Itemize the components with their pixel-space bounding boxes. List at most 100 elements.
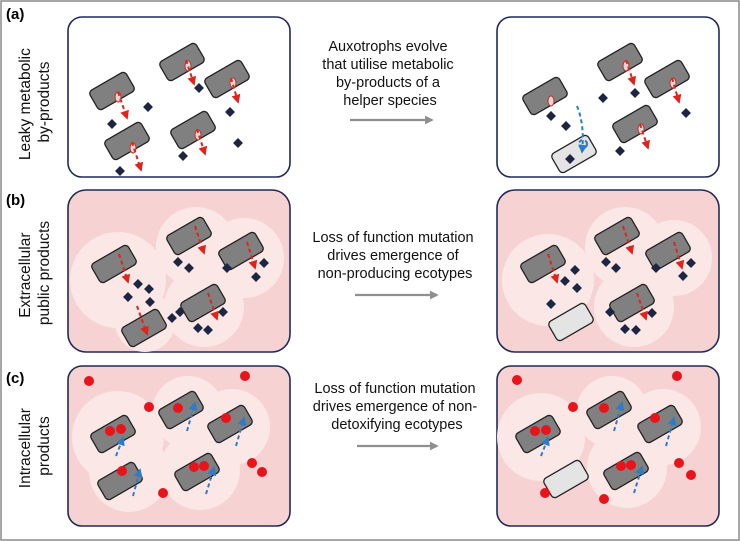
cell <box>586 390 632 430</box>
toxin-inside <box>599 403 609 413</box>
panel-c-right-content <box>497 371 701 508</box>
cell <box>174 452 220 492</box>
panel-b-right-content <box>502 207 712 347</box>
side-label-line: Leaky metabolic <box>17 48 34 160</box>
product-diamond <box>678 271 688 281</box>
toxin <box>674 458 684 468</box>
product-diamond <box>605 307 615 317</box>
product-diamond <box>601 257 611 267</box>
panel-a: (a) Leaky metabolic by-products Auxotrop… <box>6 6 720 178</box>
product-diamond <box>620 324 630 334</box>
panel-b-left-content <box>70 207 284 352</box>
detox-arrow <box>235 416 247 447</box>
secretion-arrow <box>136 305 149 336</box>
product-diamond <box>546 299 556 309</box>
secretion-arrow <box>207 292 219 321</box>
caption-line: drives emergence of non- <box>313 399 478 415</box>
detox-arrow <box>633 465 645 494</box>
cell <box>204 59 250 99</box>
panel-a-right-box <box>496 16 720 178</box>
caption-line: non-producing ecotypes <box>318 266 473 282</box>
cell <box>218 231 264 271</box>
panel-letter: (c) <box>6 370 24 387</box>
non-producer-cell <box>548 302 594 342</box>
toxin <box>240 371 250 381</box>
pore <box>547 95 555 107</box>
toxin <box>84 376 94 386</box>
caption-line: drives emergence of <box>327 248 459 264</box>
product-diamond <box>225 107 235 117</box>
panel-a-left-content <box>89 42 250 176</box>
toxin-inside <box>116 424 126 434</box>
caption-line: Loss of function mutation <box>314 381 475 397</box>
product-diamond <box>615 146 625 156</box>
secretion-arrow <box>246 241 258 270</box>
cell <box>645 231 691 271</box>
side-label-line: public products <box>36 221 53 326</box>
detox-arrow <box>540 436 550 457</box>
toxin <box>512 375 522 385</box>
product-diamond <box>651 263 661 273</box>
product-diamond <box>194 83 204 93</box>
toxin-inside <box>105 426 115 436</box>
toxin-inside <box>650 413 660 423</box>
cell <box>594 216 640 256</box>
leak-arrow <box>196 128 208 156</box>
side-label-line: by-products <box>36 61 53 142</box>
toxin-inside <box>189 462 199 472</box>
product-diamond <box>178 151 188 161</box>
toxin-inside <box>530 426 540 436</box>
caption-line: Loss of function mutation <box>312 230 473 246</box>
panel-letter: (a) <box>6 6 24 23</box>
panel-caption: Loss of function mutation drives emergen… <box>313 381 481 433</box>
toxin-inside <box>117 466 127 476</box>
product-diamond <box>143 102 153 112</box>
leak-arrow <box>185 59 196 86</box>
product-diamond <box>570 265 580 275</box>
detox-arrow <box>613 401 625 432</box>
caption-line: that utilise metabolic <box>322 57 453 73</box>
toxin <box>247 458 257 468</box>
toxin <box>686 470 696 480</box>
toxin <box>599 494 609 504</box>
panel-caption: Auxotrophs evolve that utilise metabolic… <box>322 39 457 109</box>
diffusion-halo <box>502 234 594 326</box>
product-diamond <box>647 308 657 318</box>
caption-line: Auxotrophs evolve <box>328 39 447 55</box>
product-diamond <box>561 121 571 131</box>
product-diamond <box>572 283 582 293</box>
side-label-line: Extracellular <box>17 233 34 318</box>
cell <box>159 42 205 82</box>
product-diamond <box>565 154 575 164</box>
toxin-inside <box>616 461 626 471</box>
product-diamond <box>631 325 641 335</box>
detox-arrow <box>186 401 198 432</box>
side-label-line: Intracellular <box>17 408 34 488</box>
secretion-arrow <box>622 225 634 255</box>
toxin <box>568 402 578 412</box>
product-diamond <box>546 111 556 121</box>
caption-line: helper species <box>343 93 437 109</box>
toxin-inside <box>626 460 636 470</box>
secretion-arrow <box>194 225 206 255</box>
product-diamond <box>233 138 243 148</box>
detox-arrow <box>205 466 217 495</box>
toxin-inside <box>199 461 209 471</box>
uptake-arrow <box>576 105 588 154</box>
detox-arrow <box>665 416 677 447</box>
cell <box>520 244 566 284</box>
caption-line: by-products of a <box>336 75 441 91</box>
detox-arrow <box>115 436 125 457</box>
cell <box>609 283 655 323</box>
leak-arrow <box>131 141 144 172</box>
panel-c-left-content <box>72 371 270 512</box>
cell <box>644 59 690 99</box>
cell <box>597 42 643 82</box>
secretion-arrow <box>118 253 131 284</box>
leak-arrow <box>639 123 650 150</box>
panel-letter: (b) <box>6 192 25 209</box>
panel-a-right-content <box>522 42 691 174</box>
panel-c: (c) Intracellular products Loss of funct… <box>6 365 720 527</box>
leak-arrow <box>625 59 636 86</box>
product-diamond <box>598 93 608 103</box>
